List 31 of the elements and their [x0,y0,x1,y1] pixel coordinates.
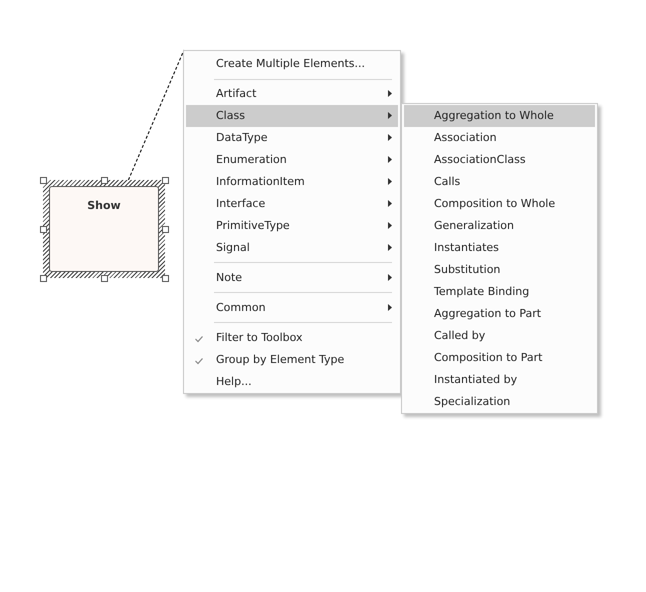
menu-item: Help... [186,371,398,393]
menu-item: AssociationClass [404,149,595,171]
menu-item: Common [186,297,398,319]
menu-item: DataType [186,127,398,149]
menu-item: Association [404,127,595,149]
menu-item: Instantiates [404,237,595,259]
menu-item: Instantiated by [404,369,595,391]
menu-item: Group by Element Type [186,349,398,371]
menu-item: Signal [186,237,398,259]
menu-item: Composition to Whole [404,193,595,215]
menu-item: Aggregation to Part [404,303,595,325]
menu-item: Composition to Part [404,347,595,369]
menu-item: Substitution [404,259,595,281]
menu-item: Note [186,267,398,289]
menu-item: Filter to Toolbox [186,327,398,349]
menu-item: Template Binding [404,281,595,303]
menu-item: Class [186,105,398,127]
context-menu [183,50,401,394]
menu-item: InformationItem [186,171,398,193]
submenu [401,103,598,414]
menu-item: Enumeration [186,149,398,171]
menu-item: Specialization [404,391,595,413]
menu-item: Called by [404,325,595,347]
menu-item: Calls [404,171,595,193]
menu-item: Create Multiple Elements... [186,53,398,75]
menu-item: Generalization [404,215,595,237]
menu-item: PrimitiveType [186,215,398,237]
menu-item: Artifact [186,83,398,105]
menu-item: Aggregation to Whole [404,105,595,127]
element-name: Show [86,199,122,212]
menu-item: Interface [186,193,398,215]
